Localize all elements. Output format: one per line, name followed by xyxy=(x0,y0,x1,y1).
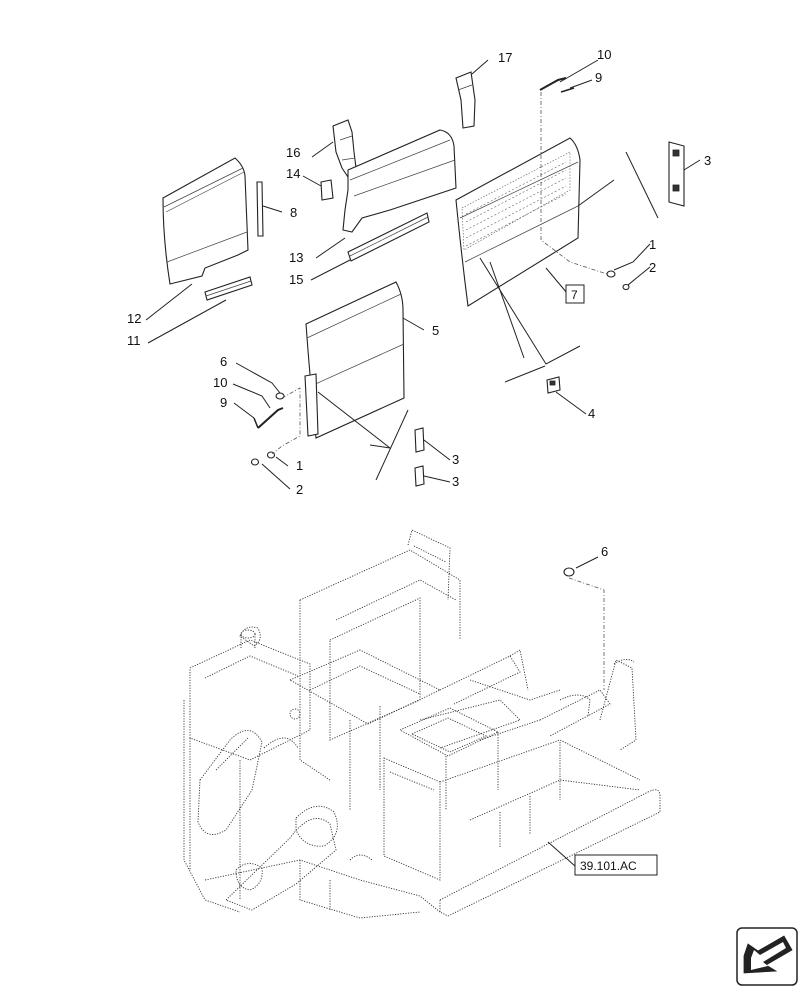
callout-5: 5 xyxy=(432,323,439,338)
handle-10-left xyxy=(253,407,284,429)
callout-12: 12 xyxy=(127,311,141,326)
callout-2-right: 2 xyxy=(649,260,656,275)
callout-16: 16 xyxy=(286,145,300,160)
callout-3-right: 3 xyxy=(704,153,711,168)
door-panel-5 xyxy=(304,281,405,439)
callout-9-left: 9 xyxy=(220,395,227,410)
strip-11 xyxy=(204,276,253,301)
callout-13: 13 xyxy=(289,250,303,265)
washer-6-left xyxy=(275,392,285,400)
part-14 xyxy=(320,179,334,201)
arrow-icon[interactable] xyxy=(736,927,798,986)
handle-10-top xyxy=(539,77,575,93)
panel-13 xyxy=(342,129,457,233)
washer-1-right xyxy=(606,270,630,291)
callout-10-top: 10 xyxy=(597,47,611,62)
callout-10-left: 10 xyxy=(213,375,227,390)
callout-8: 8 xyxy=(290,205,297,220)
reference-box-7: 7 xyxy=(565,284,585,304)
callout-3-a: 3 xyxy=(452,452,459,467)
hinge-3-a xyxy=(414,427,425,453)
section-reference-box: 39.101.AC xyxy=(574,854,658,876)
callout-14: 14 xyxy=(286,166,300,181)
callout-1-left: 1 xyxy=(296,458,303,473)
callout-11: 11 xyxy=(127,333,141,348)
callout-9-top: 9 xyxy=(595,70,602,85)
callout-2-left: 2 xyxy=(296,482,303,497)
part-4 xyxy=(546,376,561,394)
callout-6-left: 6 xyxy=(220,354,227,369)
washer-6-lower xyxy=(563,567,575,577)
hinge-3-b xyxy=(414,465,425,487)
washer-1-left xyxy=(250,451,276,466)
machine-frame xyxy=(183,529,661,919)
panel-12 xyxy=(162,157,249,285)
reference-box-7-label: 7 xyxy=(571,288,578,302)
callout-15: 15 xyxy=(289,272,303,287)
callout-17: 17 xyxy=(498,50,512,65)
strip-15 xyxy=(347,212,430,262)
part-17 xyxy=(455,71,476,129)
rod-8 xyxy=(256,181,264,237)
callout-6-lower: 6 xyxy=(601,544,608,559)
bracket-3-right xyxy=(668,141,685,207)
section-reference-label: 39.101.AC xyxy=(580,859,637,873)
callout-4: 4 xyxy=(588,406,595,421)
grille-panel xyxy=(455,137,581,307)
callout-3-b: 3 xyxy=(452,474,459,489)
callout-1-right: 1 xyxy=(649,237,656,252)
